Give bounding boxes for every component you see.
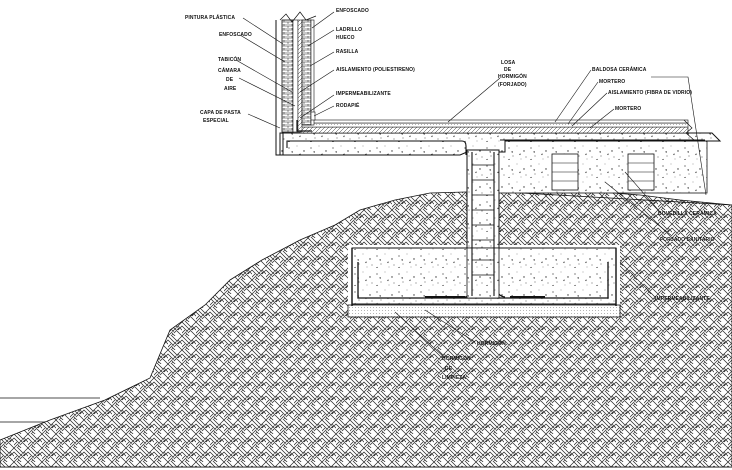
insulation-layer xyxy=(299,126,689,134)
label-impermeabilizante-1: IMPERMEABILIZANTE xyxy=(336,91,391,97)
label-impermeabilizante-2: IMPERMEABILIZANTE xyxy=(655,296,710,302)
label-losa-3: HORMIGÓN xyxy=(498,72,527,80)
label-forjado-sanitario: FORJADO SANITARIO xyxy=(660,237,715,243)
concrete-slab xyxy=(279,132,722,156)
label-camara-2: DE xyxy=(226,77,234,83)
label-mortero-2: MORTERO xyxy=(615,106,641,112)
wall-base xyxy=(275,20,284,156)
cleaning-concrete-layer xyxy=(347,304,621,318)
mortar-layer xyxy=(299,122,689,128)
sanitary-slab-body xyxy=(498,136,708,194)
column-rebar xyxy=(471,152,495,296)
skirting-board xyxy=(310,111,316,121)
right-break-line xyxy=(683,119,695,141)
label-aislamiento-fibra: AISLAMIENTO (FIBRA DE VIDRIO) xyxy=(608,90,692,96)
label-ladrillo-1: LADRILLO xyxy=(336,27,362,33)
slab-rebar xyxy=(286,140,467,155)
label-camara-1: CÁMARA xyxy=(218,67,241,74)
label-bovedilla-ceramica: BOVEDILLA CERÁMICA xyxy=(658,210,717,217)
terrain-top-line xyxy=(504,191,732,206)
wall-air-chamber xyxy=(292,19,299,133)
label-mortero-1: MORTERO xyxy=(599,79,625,85)
label-tabicon: TABICÓN xyxy=(218,55,241,63)
wall-break-line xyxy=(279,11,317,23)
label-losa-1: LOSA xyxy=(501,60,516,66)
ceramic-tile-layer xyxy=(299,119,689,124)
waterproof-turnup xyxy=(296,120,312,132)
label-hormigon-limpieza-3: LIMPIEZA xyxy=(442,375,466,381)
bovedilla-blocks xyxy=(551,153,655,191)
label-baldosa-ceramica: BALDOSA CERÁMICA xyxy=(592,66,647,73)
column-stirrups xyxy=(472,164,494,276)
label-enfoscado-left: ENFOSCADO xyxy=(219,32,252,38)
ground-terrain xyxy=(0,191,732,468)
wall-plaster xyxy=(310,19,315,126)
wall-brick-inner xyxy=(301,19,312,126)
wall-brick-outer xyxy=(281,19,294,133)
label-camara-3: AIRE xyxy=(224,86,237,92)
label-rasilla: RASILLA xyxy=(336,49,359,55)
label-losa-4: (FORJADO) xyxy=(498,82,527,88)
label-hormigon-limpieza-1: HORMIGÓN xyxy=(442,354,471,362)
label-capa-pasta-1: CAPA DE PASTA xyxy=(200,110,241,116)
wall-insulation xyxy=(297,19,303,133)
label-enfoscado-top: ENFOSCADO xyxy=(336,8,369,14)
label-losa-2: DE xyxy=(504,67,512,73)
label-hormigon-limpieza-2: DE xyxy=(445,366,453,372)
label-capa-pasta-2: ESPECIAL xyxy=(203,118,229,124)
leader-lines xyxy=(235,11,707,359)
label-aislamiento-poliestireno: AISLAMIENTO (POLIESTIRENO) xyxy=(336,67,415,73)
label-rodapie: RODAPIÉ xyxy=(336,101,360,109)
label-hormigon: HORMIGÓN xyxy=(477,339,506,347)
label-pintura-plastica: PINTURA PLÁSTICA xyxy=(185,14,235,21)
label-ladrillo-2: HUECO xyxy=(336,35,355,41)
